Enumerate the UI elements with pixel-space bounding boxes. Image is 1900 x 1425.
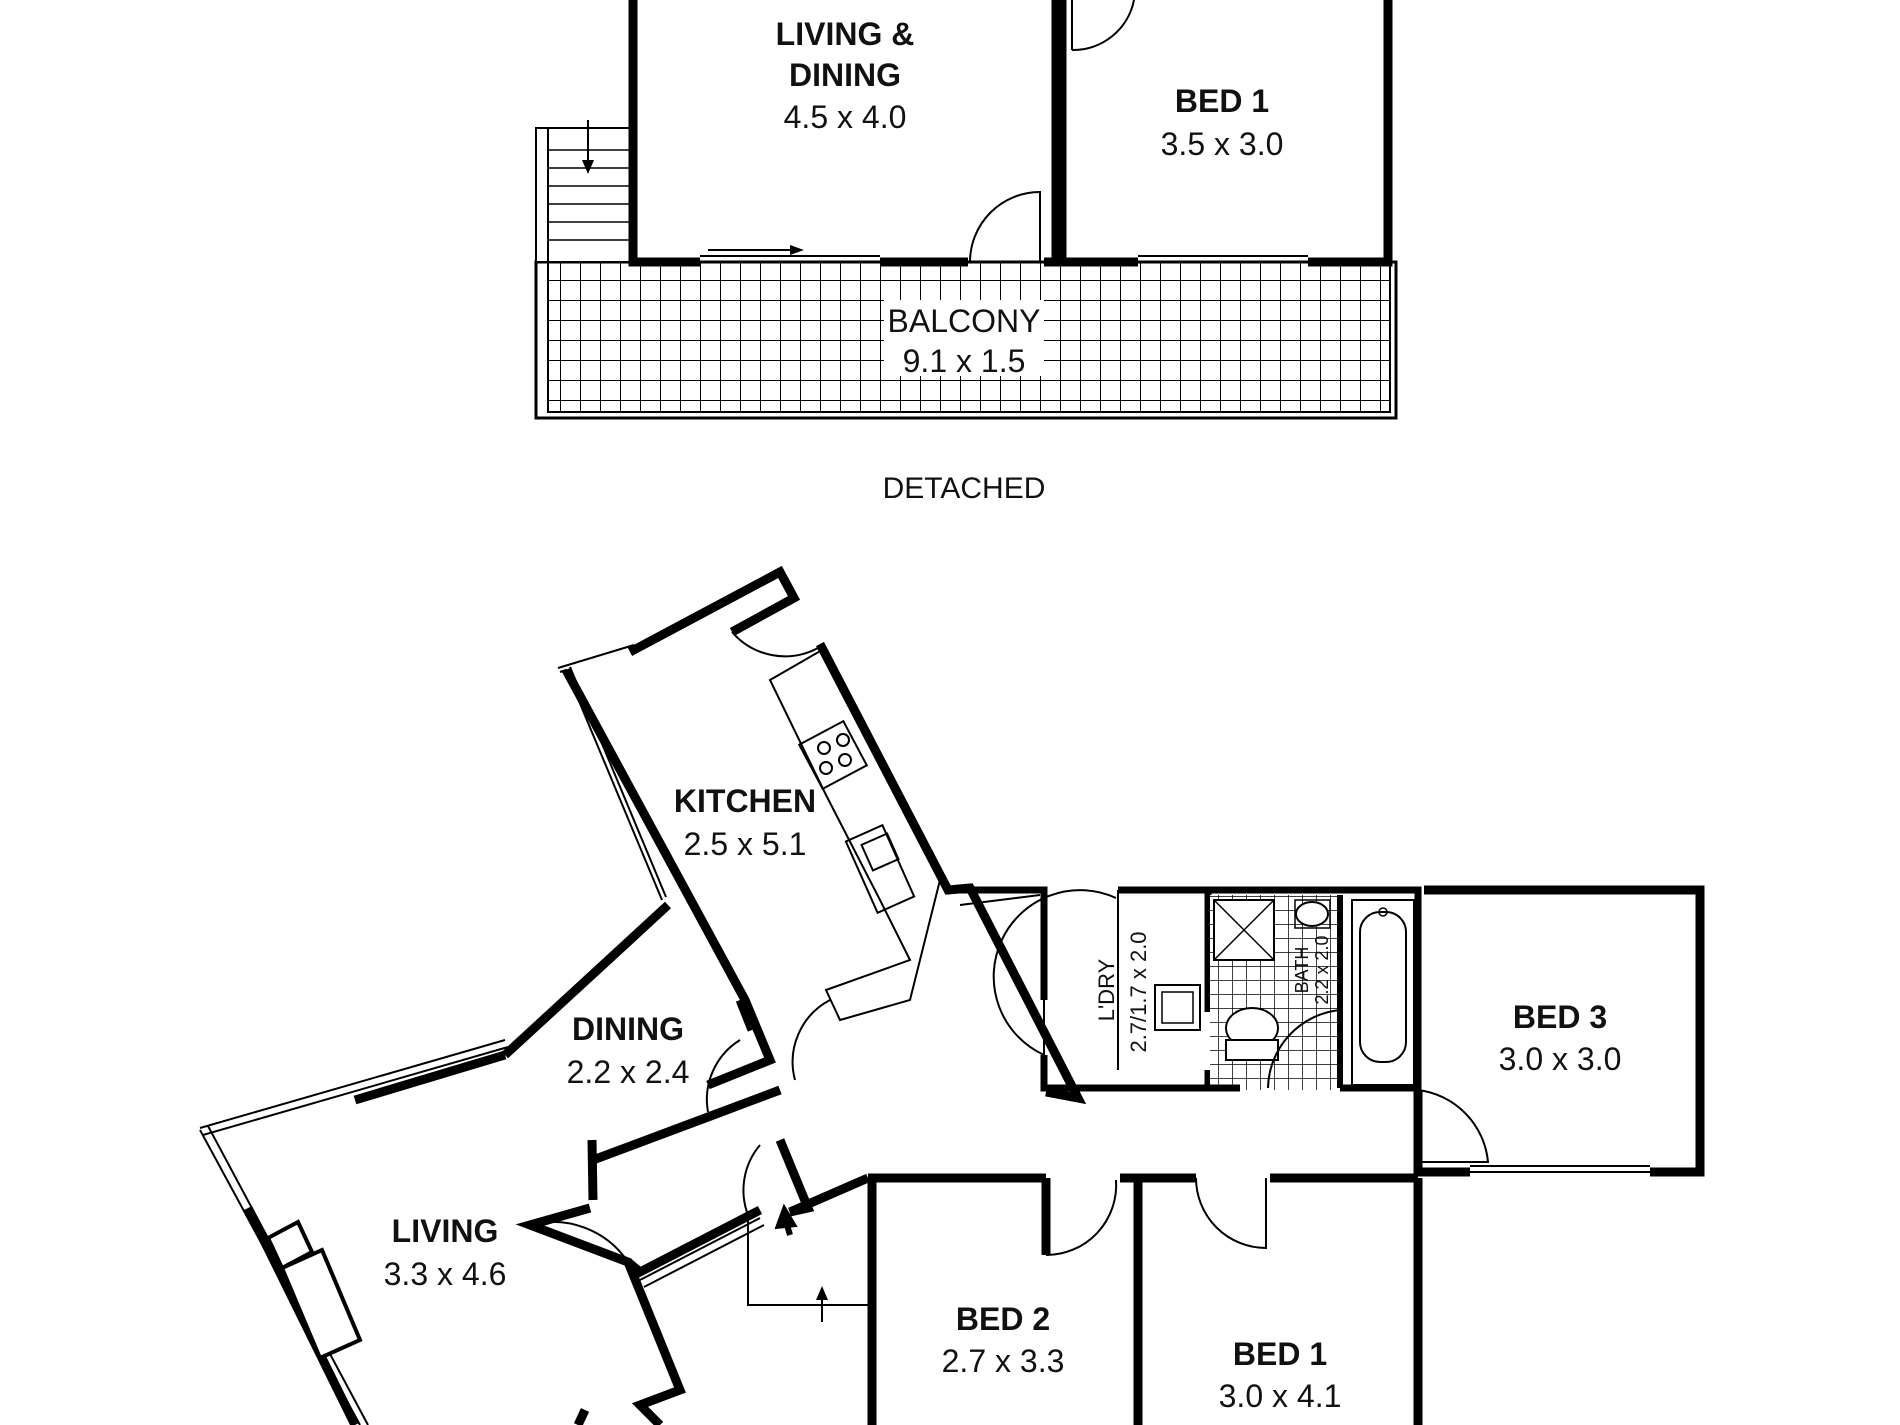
- living-door-icon: [529, 1220, 629, 1263]
- detached-caption: DETACHED: [883, 472, 1046, 505]
- basin-icon: [1295, 901, 1329, 927]
- balcony-door-icon: [969, 190, 1041, 263]
- detached-bed1-size: 3.5 x 3.0: [1161, 126, 1284, 162]
- balcony-label: BALCONY: [888, 303, 1041, 339]
- bath-door-icon: [1267, 1009, 1341, 1089]
- house-bed1-door-icon: [1195, 1177, 1267, 1250]
- dining-walls: [501, 901, 782, 1201]
- detached-living-label-2: DINING: [789, 57, 901, 93]
- fireplace-icon: [265, 1219, 363, 1361]
- balcony-label-box: [884, 300, 1044, 376]
- dining-size: 2.2 x 2.4: [567, 1054, 690, 1090]
- house-bed1-label: BED 1: [1233, 1336, 1327, 1372]
- house-bed1-size: 3.0 x 4.1: [1219, 1378, 1342, 1414]
- bath-label: BATH: [1292, 947, 1312, 994]
- laundry-door-icon: [992, 889, 1117, 1056]
- bed1-door-icon: [1071, 0, 1135, 52]
- bed3-size: 3.0 x 3.0: [1499, 1041, 1622, 1077]
- living-label: LIVING: [392, 1213, 499, 1249]
- kitchen-bench: [768, 648, 942, 1022]
- bed2-size: 2.7 x 3.3: [942, 1343, 1065, 1379]
- bed3-door-icon: [1417, 1089, 1490, 1163]
- bed2-label: BED 2: [956, 1301, 1050, 1337]
- bed3-label: BED 3: [1513, 999, 1607, 1035]
- stairs: [535, 120, 631, 263]
- bath-size: 2.2 x 2.0: [1312, 935, 1332, 1004]
- front-door-icon: [742, 1144, 761, 1216]
- bed1-walls: [1133, 1178, 1423, 1425]
- entry-walls: [625, 1138, 870, 1278]
- bathtub-icon: [1351, 899, 1415, 1086]
- bed2-door-icon: [1045, 1179, 1118, 1257]
- dining-door-icon: [705, 1039, 741, 1113]
- kitchen-size: 2.5 x 5.1: [684, 826, 807, 862]
- detached-bed1-label: BED 1: [1175, 83, 1269, 119]
- balcony-size: 9.1 x 1.5: [903, 343, 1026, 379]
- laundry-label: L'DRY: [1094, 958, 1119, 1021]
- detached-unit: LIVING & DINING 4.5 x 4.0 BED 1 3.5 x 3.…: [534, 0, 1398, 505]
- bath-walls: [1208, 886, 1422, 1092]
- main-house: KITCHEN 2.5 x 5.1 DINING 2.2 x 2.4 LIVIN…: [199, 565, 1705, 1425]
- living-size: 3.3 x 4.6: [384, 1256, 507, 1292]
- kitchen-label: KITCHEN: [674, 783, 816, 819]
- laundry-size: 2.7/1.7 x 2.0: [1126, 931, 1151, 1052]
- kitchen-door-icon: [731, 631, 819, 658]
- detached-living-size: 4.5 x 4.0: [784, 99, 907, 135]
- sink-icon: [844, 823, 916, 915]
- kitchen-dining-door-icon: [791, 999, 831, 1081]
- detached-bed1-walls: [1057, 0, 1393, 267]
- detached-living-label-1: LIVING &: [776, 16, 915, 52]
- living-dining-walls: [628, 0, 1061, 267]
- dining-label: DINING: [572, 1011, 684, 1047]
- cooktop-icon: [797, 719, 869, 791]
- bed3-walls: [1413, 885, 1705, 1177]
